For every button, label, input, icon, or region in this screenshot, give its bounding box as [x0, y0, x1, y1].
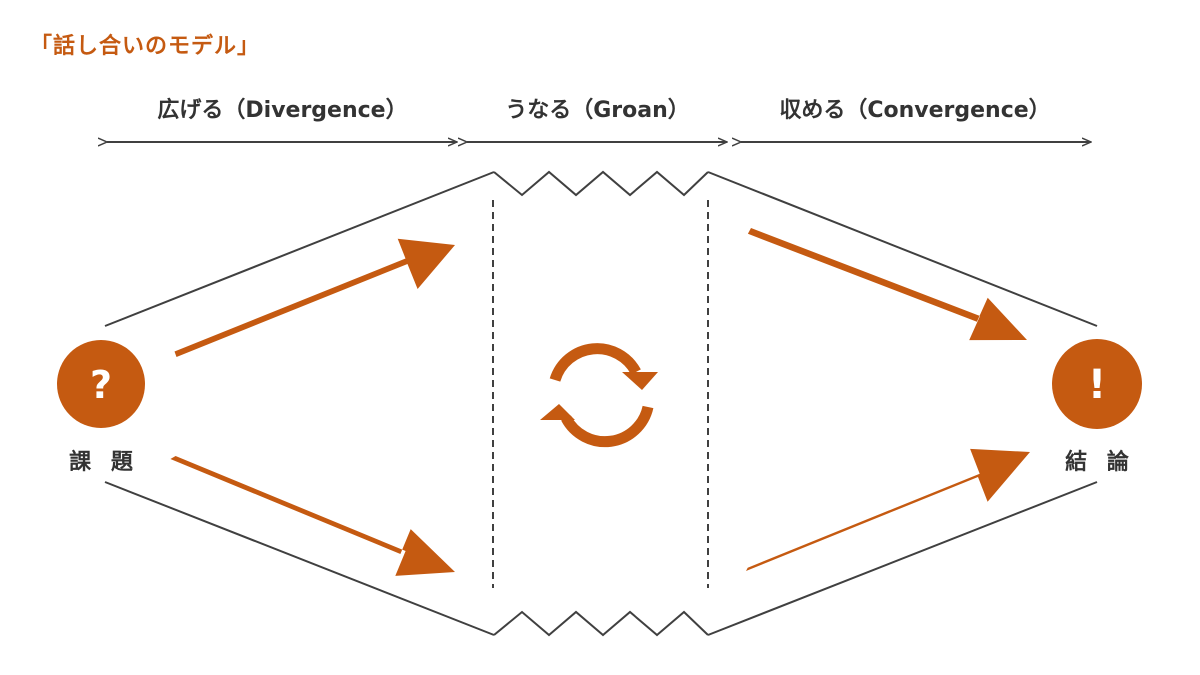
arrow-diverge-down: [170, 456, 455, 576]
question-mark-icon: ?: [90, 363, 112, 407]
outline-lower-left: [104, 481, 495, 636]
phase-label-convergence: 収める（Convergence）: [779, 98, 1051, 123]
exclamation-mark-icon: !: [1088, 362, 1106, 408]
phase-label-divergence: 広げる（Divergence）: [157, 98, 408, 123]
start-label: 課 題: [69, 450, 139, 475]
question-circle: [57, 340, 145, 428]
outline-upper-right: [707, 171, 1098, 327]
end-label: 結 論: [1065, 450, 1135, 475]
outline-zigzag-top: [493, 170, 709, 197]
arrow-converge-down: [747, 228, 1027, 341]
phase-label-groan: うなる（Groan）: [505, 98, 690, 123]
outline-lower-right: [707, 481, 1098, 636]
cycle-arrows-icon: [540, 343, 658, 448]
arrow-diverge-up: [174, 238, 455, 357]
outline-zigzag-bottom: [493, 610, 709, 637]
outline-upper-left: [104, 171, 495, 327]
arrow-converge-up: [746, 448, 1030, 571]
diagram-title: 「話し合いのモデル」: [30, 34, 261, 59]
exclamation-circle: [1052, 339, 1142, 429]
